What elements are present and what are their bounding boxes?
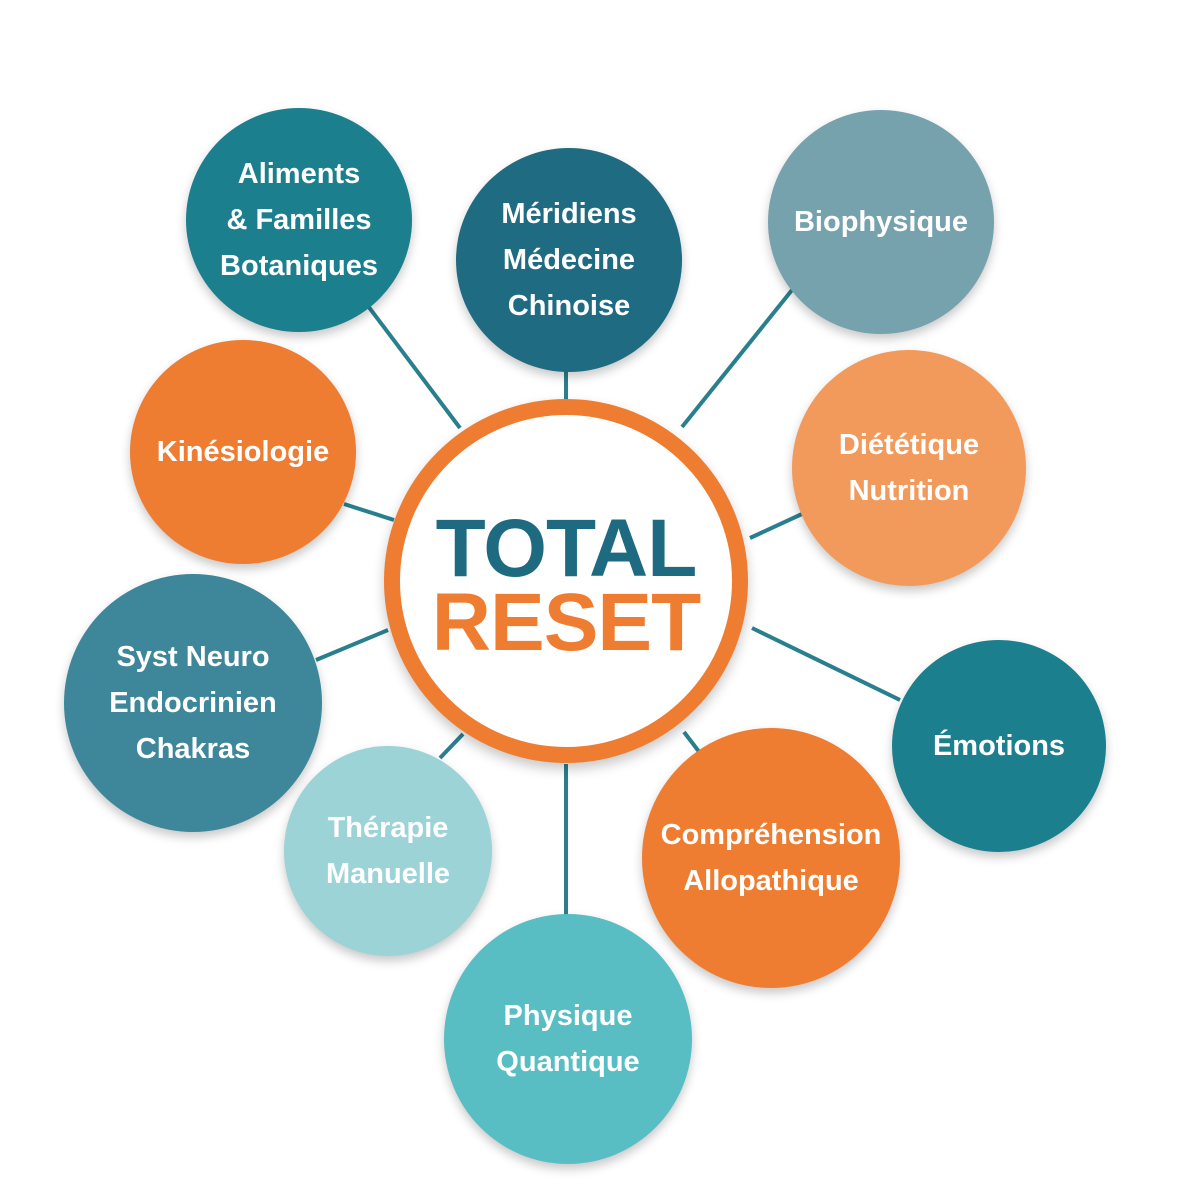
node-dietetique-line-1: Diététique: [838, 429, 980, 461]
connector-kinesiologie: [343, 502, 395, 522]
connector-therapie: [438, 732, 465, 760]
node-therapie-line-1: Thérapie: [327, 812, 449, 844]
connector-dietetique: [749, 512, 803, 540]
node-comprehension: Compréhension Allopathique: [642, 728, 900, 988]
node-syst-neuro: Syst Neuro Endocrinien Chakras: [64, 574, 322, 832]
node-dietetique-line-2: Nutrition: [848, 475, 970, 507]
node-physique-line-1: Physique: [503, 1000, 633, 1032]
connector-syst-neuro: [315, 628, 389, 662]
node-physique-line-2: Quantique: [496, 1046, 640, 1078]
node-emotions: Émotions: [892, 640, 1106, 852]
node-physique: Physique Quantique: [444, 914, 692, 1164]
node-therapie-line-2: Manuelle: [325, 858, 451, 890]
node-syst-neuro-line-2: Endocrinien: [109, 687, 277, 719]
node-comprehension-line-1: Compréhension: [660, 819, 882, 851]
node-dietetique: Diététique Nutrition: [792, 350, 1026, 586]
node-meridiens-line-2: Médecine: [502, 244, 636, 276]
node-meridiens: Méridiens Médecine Chinoise: [456, 148, 682, 372]
node-aliments-line-1: Aliments: [237, 158, 361, 190]
node-meridiens-line-3: Chinoise: [507, 290, 631, 322]
node-aliments-line-2: & Familles: [226, 204, 372, 236]
node-biophysique: Biophysique: [768, 110, 994, 334]
node-meridiens-line-1: Méridiens: [501, 198, 637, 230]
node-emotions-line-1: Émotions: [932, 730, 1066, 762]
node-syst-neuro-line-3: Chakras: [135, 733, 251, 765]
connector-emotions: [751, 626, 901, 702]
connector-aliments: [366, 304, 462, 430]
connector-comprehension: [682, 730, 702, 755]
node-biophysique-line-1: Biophysique: [793, 206, 968, 238]
node-therapie: Thérapie Manuelle: [284, 746, 492, 956]
node-kinesiologie-line-1: Kinésiologie: [156, 436, 330, 468]
center-title-reset: RESET: [431, 577, 701, 668]
node-comprehension-line-2: Allopathique: [683, 865, 859, 897]
connector-biophysique: [680, 288, 794, 429]
center-title-total: TOTAL: [435, 503, 698, 594]
node-aliments: Aliments & Familles Botaniques: [186, 108, 412, 332]
node-syst-neuro-line-1: Syst Neuro: [116, 641, 270, 673]
node-kinesiologie: Kinésiologie: [130, 340, 356, 564]
center-circle: TOTAL RESET: [384, 399, 748, 763]
node-aliments-line-3: Botaniques: [220, 250, 378, 282]
